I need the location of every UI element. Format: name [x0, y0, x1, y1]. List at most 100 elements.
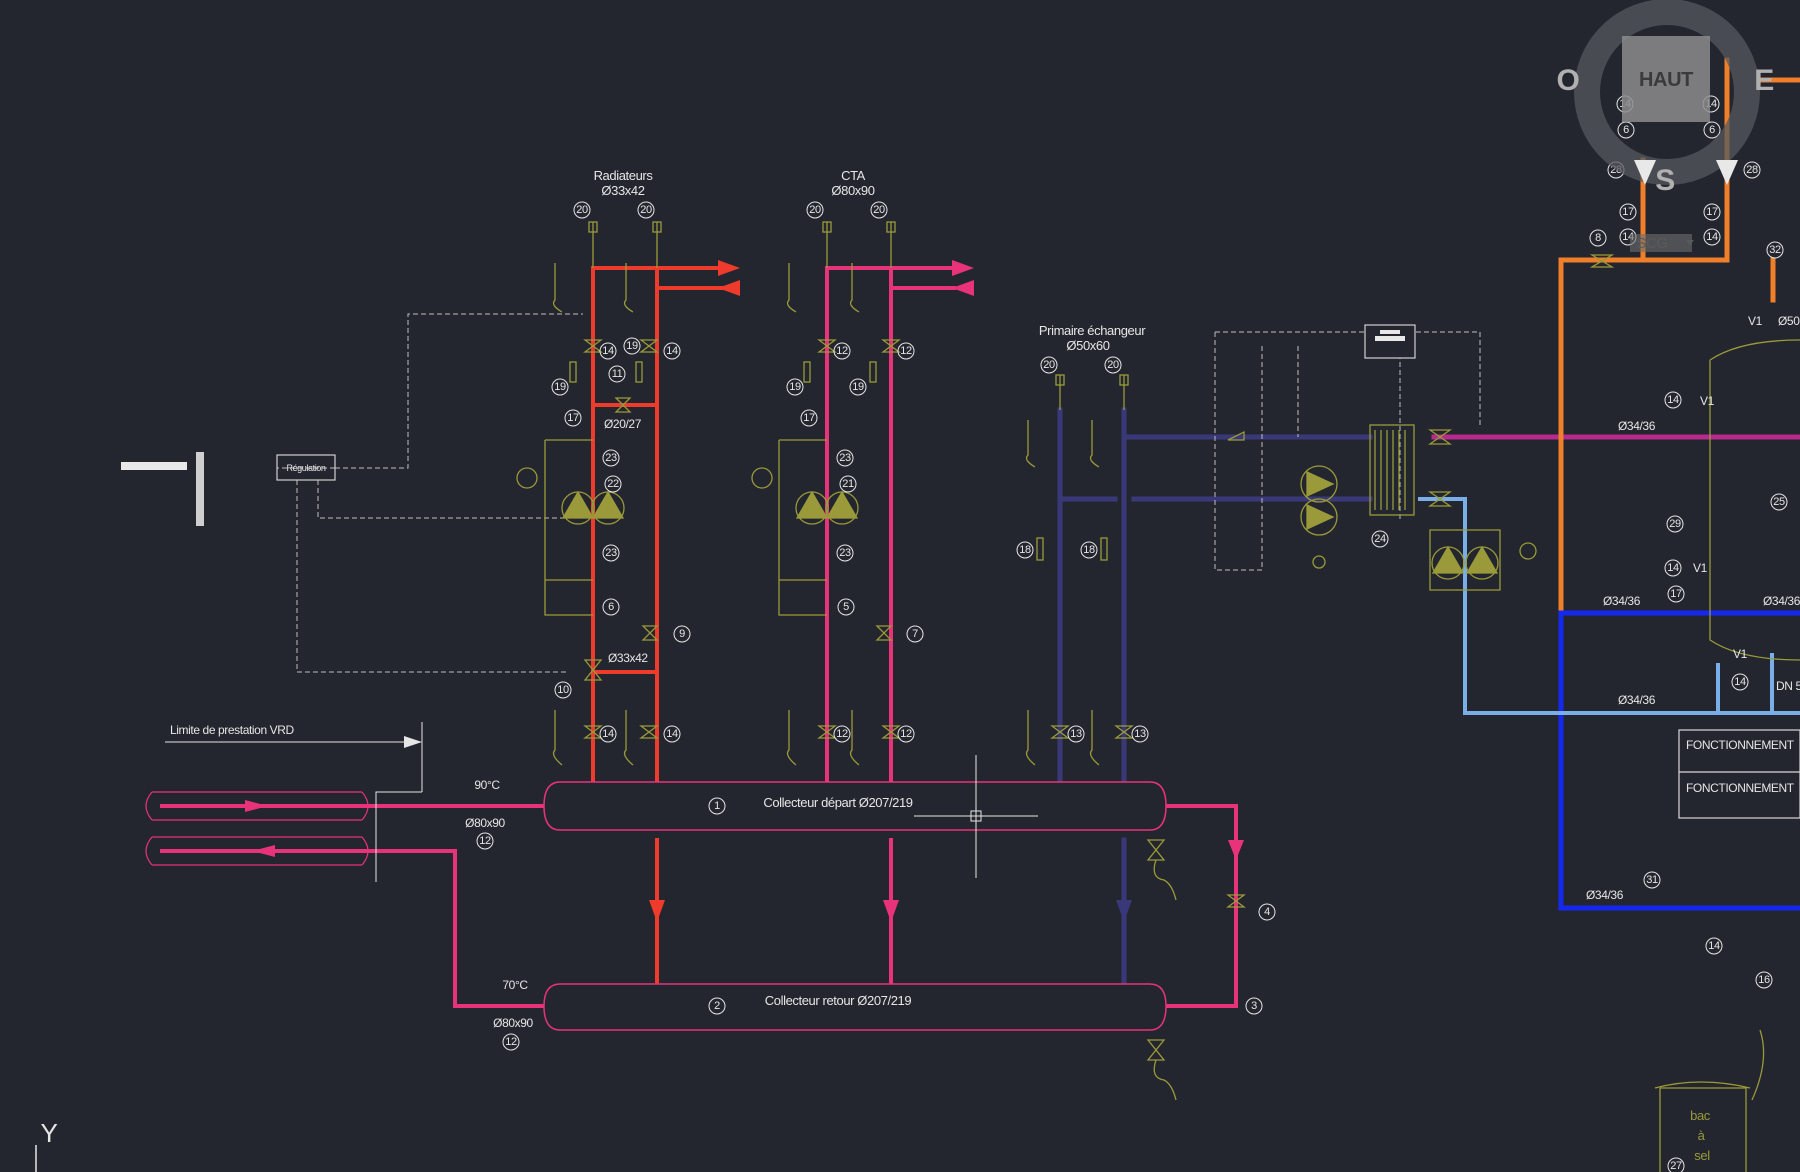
temp-depart-label: 90°C [474, 778, 500, 792]
marker-12: 12 [505, 1036, 517, 1048]
flow-arrow-pink-out [952, 260, 974, 276]
marker-20: 20 [640, 204, 652, 216]
marker-14: 14 [666, 345, 678, 357]
valve-symbols [583, 254, 1615, 908]
marker-17: 17 [803, 412, 815, 424]
marker-4: 4 [1264, 906, 1270, 918]
pump-primaire-1 [1300, 465, 1338, 503]
marker-6: 6 [1623, 124, 1629, 136]
marker-14: 14 [602, 345, 614, 357]
marker-17: 17 [1706, 206, 1718, 218]
bac-label: à [1698, 1128, 1706, 1143]
marker-12: 12 [900, 345, 912, 357]
controller-box[interactable] [1364, 324, 1416, 359]
heat-exchanger [1369, 424, 1415, 516]
v1-label: V1 [1700, 394, 1715, 408]
flow-arrow-main-in [245, 800, 268, 812]
size-3436-label: Ø34/36 [1586, 888, 1624, 902]
marker-8: 8 [1595, 232, 1601, 244]
marker-22: 22 [607, 478, 619, 490]
marker-20: 20 [873, 204, 885, 216]
marker-17: 17 [1622, 206, 1634, 218]
control-lines [277, 313, 1481, 673]
flow-arrow-pink-down [883, 900, 899, 922]
storage-tank [1709, 339, 1800, 661]
v1-label: V1 [1748, 314, 1763, 328]
cta-pipes [825, 266, 956, 986]
marker-19: 19 [789, 381, 801, 393]
marker-25: 25 [1773, 496, 1785, 508]
chevron-down-icon[interactable] [1686, 240, 1694, 245]
drain-valves [552, 263, 1177, 1101]
marker-7: 7 [912, 628, 918, 640]
marker-17: 17 [567, 412, 579, 424]
marker-27: 27 [1670, 1160, 1682, 1172]
branch-size-label: Ø33x42 [608, 651, 648, 665]
viewcube-top-label[interactable]: HAUT [1639, 69, 1694, 91]
limite-arrowhead [404, 736, 422, 748]
marker-32: 32 [1769, 244, 1781, 256]
primaire-size: Ø50x60 [1066, 338, 1109, 353]
marker-14: 14 [1734, 676, 1746, 688]
viewcube-top-face[interactable] [1622, 36, 1710, 122]
marker-14: 14 [602, 728, 614, 740]
collecteur-retour-label: Collecteur retour Ø207/219 [765, 993, 912, 1008]
vrd-duct [145, 791, 369, 866]
size-depart-label: Ø80x90 [465, 816, 505, 830]
marker-12: 12 [900, 728, 912, 740]
flow-arrow-red-down [649, 900, 665, 922]
marker-3: 3 [1251, 1000, 1257, 1012]
dn-label: DN 5 [1776, 679, 1800, 693]
primaire-title: Primaire échangeur [1039, 323, 1146, 338]
marker-20: 20 [1107, 359, 1119, 371]
marker-6: 6 [608, 601, 614, 613]
air-vents [588, 221, 1129, 410]
regulation-label: Régulation [286, 463, 325, 473]
marker-12: 12 [479, 835, 491, 847]
marker-23: 23 [839, 452, 851, 464]
viewcube[interactable]: HAUT O E S SCG [1557, 0, 1774, 252]
crosshair-cursor [914, 755, 1038, 878]
viewcube-east[interactable]: E [1754, 64, 1774, 97]
radiateurs-title: Radiateurs [594, 168, 654, 183]
wcs-menu[interactable] [1630, 234, 1692, 252]
marker-28: 28 [1746, 164, 1758, 176]
pump-glyph-1 [1634, 160, 1656, 185]
size-3436-label: Ø34/36 [1763, 594, 1800, 608]
equipment [516, 221, 1800, 1172]
viewcube-ring[interactable] [1574, 0, 1760, 185]
marker-13: 13 [1070, 728, 1082, 740]
marker-17: 17 [1670, 588, 1682, 600]
controller-display-2 [1380, 330, 1400, 334]
marker-23: 23 [839, 547, 851, 559]
bac-label: sel [1694, 1148, 1710, 1163]
flow-arrow-red-in [718, 280, 740, 296]
pump-primaire-2 [1300, 498, 1338, 536]
marker-19: 19 [626, 340, 638, 352]
collector-depart[interactable] [543, 781, 1167, 831]
wcs-menu-label[interactable]: SCG [1636, 235, 1668, 252]
size-retour-label: Ø80x90 [493, 1016, 533, 1030]
cta-title: CTA [841, 168, 866, 183]
size-3436-label: Ø34/36 [1618, 419, 1656, 433]
marker-24: 24 [1374, 533, 1386, 545]
size-3436-label: Ø34/36 [1603, 594, 1641, 608]
flow-arrow-red-out [718, 260, 740, 276]
marker-10: 10 [557, 684, 569, 696]
collector-retour[interactable] [543, 983, 1167, 1031]
marker-18: 18 [1083, 544, 1095, 556]
marker-18: 18 [1019, 544, 1031, 556]
marker-1: 1 [714, 800, 720, 812]
flow-arrow-navy-down [1116, 900, 1132, 922]
marker-31: 31 [1646, 874, 1658, 886]
marker-2: 2 [714, 1000, 720, 1012]
marker-29: 29 [1669, 518, 1681, 530]
viewcube-west[interactable]: O [1557, 64, 1580, 97]
regulation-box[interactable] [276, 454, 336, 481]
cta-size: Ø80x90 [831, 183, 874, 198]
viewcube-south[interactable]: S [1655, 164, 1675, 197]
marker-14: 14 [666, 728, 678, 740]
wall-element [121, 462, 187, 470]
flow-arrow-main-out [252, 845, 275, 857]
